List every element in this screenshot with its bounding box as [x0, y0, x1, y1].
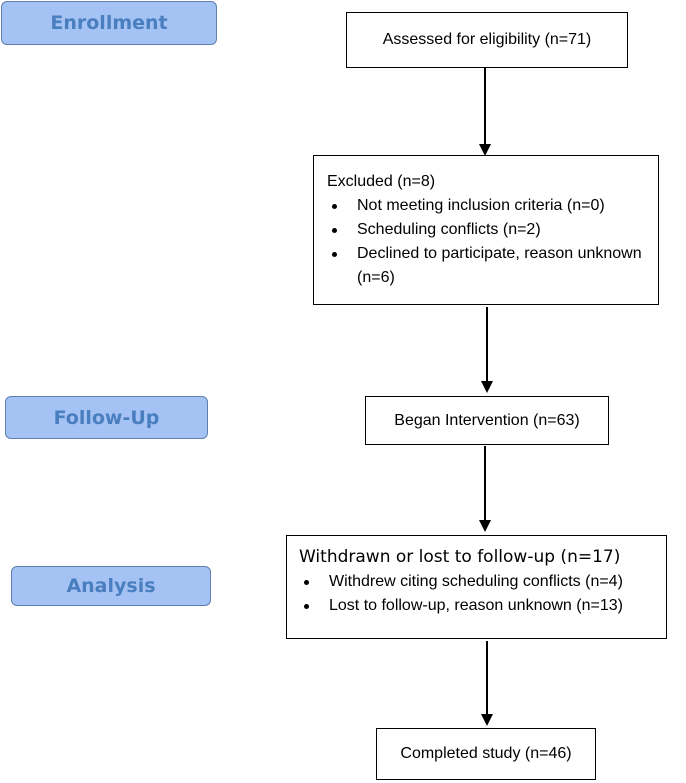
withdrawn-item-scheduling: Withdrew citing scheduling conflicts (n=… — [299, 570, 658, 594]
withdrawn-list: Withdrew citing scheduling conflicts (n=… — [299, 570, 658, 618]
excluded-title: Excluded (n=8) — [327, 173, 436, 190]
withdrawn-title: Withdrawn or lost to follow-up (n=17) — [299, 547, 621, 567]
withdrawn-box: Withdrawn or lost to follow-up (n=17) Wi… — [286, 535, 667, 639]
began-intervention-text: Began Intervention (n=63) — [394, 411, 580, 429]
assessed-box: Assessed for eligibility (n=71) — [346, 12, 628, 68]
stage-follow-up: Follow-Up — [5, 396, 208, 439]
completed-text: Completed study (n=46) — [400, 745, 572, 762]
excluded-item-not-meeting: Not meeting inclusion criteria (n=0) — [327, 194, 648, 218]
withdrawn-item-lost: Lost to follow-up, reason unknown (n=13) — [299, 594, 658, 618]
arrow-began-to-withdrawn — [479, 446, 491, 532]
stage-analysis: Analysis — [11, 566, 211, 606]
arrow-excluded-to-began — [481, 307, 493, 393]
arrow-withdrawn-to-completed — [481, 641, 493, 726]
excluded-item-declined: Declined to participate, reason unknown … — [327, 242, 648, 290]
completed-box: Completed study (n=46) — [376, 728, 596, 780]
assessed-text: Assessed for eligibility (n=71) — [382, 31, 592, 48]
excluded-list: Not meeting inclusion criteria (n=0) Sch… — [327, 194, 648, 290]
stage-enrollment: Enrollment — [1, 1, 217, 45]
excluded-item-scheduling: Scheduling conflicts (n=2) — [327, 218, 648, 242]
excluded-box: Excluded (n=8) Not meeting inclusion cri… — [313, 155, 659, 305]
began-intervention-box: Began Intervention (n=63) — [365, 396, 609, 445]
arrow-assessed-to-excluded — [479, 68, 491, 156]
